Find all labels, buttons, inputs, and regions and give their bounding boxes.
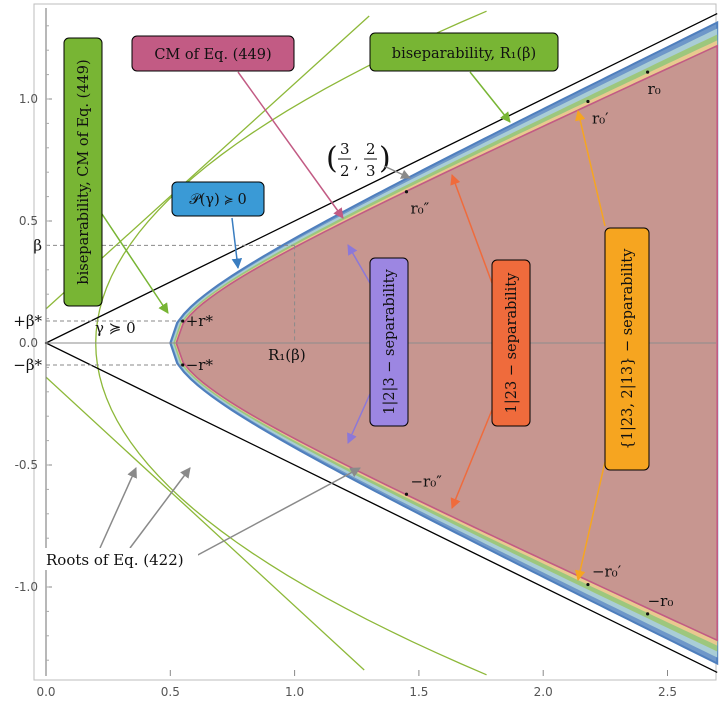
point-marker	[181, 319, 185, 323]
y-tick-label: -1.0	[15, 580, 38, 594]
callout-bisep-cm: biseparability, CM of Eq. (449)	[63, 37, 103, 307]
x-tick-label: 0.0	[36, 685, 55, 699]
x-ticks: 0.0 0.5 1.0 1.5 2.0 2.5	[36, 670, 677, 699]
root-line-1	[45, 376, 365, 671]
frac-point-arrow	[383, 165, 411, 179]
point-label: r₀″	[410, 200, 429, 218]
roots-label-bg	[42, 548, 198, 570]
point-label: −r₀″	[410, 472, 442, 490]
y-tick-label: 0.0	[19, 336, 38, 350]
y-ticks: 1.0 0.5 0.0 -0.5 -1.0	[15, 25, 52, 661]
roots-label: Roots of Eq. (422)	[46, 551, 184, 569]
callout-bisep-cm-text: biseparability, CM of Eq. (449)	[76, 59, 92, 284]
y-tick-label: 1.0	[19, 92, 38, 106]
frac-den1: 2	[340, 162, 350, 180]
callout-cm-text: CM of Eq. (449)	[154, 47, 271, 63]
frac-num1: 3	[340, 140, 350, 158]
svg-text:): )	[379, 141, 391, 176]
point-marker	[586, 582, 590, 587]
callout-set-sep-text: {1|23, 2|13} − separability	[620, 248, 636, 450]
point-label: +r*	[186, 312, 214, 330]
y-marker-label: +β*	[13, 312, 42, 330]
x-tick-label: 1.5	[409, 685, 428, 699]
points: r₀ r₀′ r₀″ −r₀ −r₀′ −r₀″ +r* −r*	[181, 70, 674, 616]
dashed-guides	[46, 244, 296, 366]
y-marker-label: −β*	[13, 356, 42, 374]
frac-num2: 2	[366, 140, 376, 158]
x-tick-label: 1.0	[285, 685, 304, 699]
svg-text:,: ,	[354, 154, 359, 172]
x-tick-label: 2.5	[658, 685, 677, 699]
callout-123-sep: 1|2|3 − separability	[369, 257, 409, 427]
callout-123-sep-text: 1|2|3 − separability	[382, 268, 398, 414]
point-marker	[586, 99, 590, 104]
callout-P-gamma-text: 𝒫(γ) ≽ 0	[189, 192, 246, 208]
callout-1-23-sep-text: 1|23 − separability	[504, 272, 520, 413]
callout-bisep-R1-text: biseparability, R₁(β)	[392, 46, 536, 62]
y-tick-label: 0.5	[19, 214, 38, 228]
point-label: r₀′	[592, 109, 609, 127]
callout-set-sep: {1|23, 2|13} − separability	[604, 227, 650, 471]
point-marker	[404, 492, 409, 496]
callout-arrows	[97, 71, 606, 582]
svg-text:(: (	[326, 141, 338, 176]
point-label: −r*	[186, 356, 214, 374]
gamma-ge-0-label: γ ≽ 0	[95, 319, 136, 337]
point-label: −r₀	[648, 592, 674, 610]
callout-cm: CM of Eq. (449)	[131, 35, 295, 72]
callout-1-23-sep: 1|23 − separability	[491, 259, 531, 427]
R1-beta-label: R₁(β)	[268, 346, 306, 364]
y-tick-label: -0.5	[15, 458, 38, 472]
callout-P-gamma: 𝒫(γ) ≽ 0	[171, 181, 265, 217]
point-marker	[646, 70, 650, 74]
point-label: −r₀′	[592, 563, 622, 581]
x-tick-label: 0.5	[161, 685, 180, 699]
point-marker	[646, 612, 650, 616]
x-tick-label: 2.0	[534, 685, 553, 699]
point-marker	[404, 190, 409, 194]
callout-bisep-R1: biseparability, R₁(β)	[369, 32, 559, 72]
y-marker-label: β	[33, 236, 42, 254]
point-label: r₀	[648, 80, 661, 98]
point-marker	[181, 363, 185, 367]
frac-den2: 3	[366, 162, 376, 180]
y-markers: β +β* −β*	[13, 236, 42, 374]
frac-point-label: ( 3 2 , 2 3 )	[326, 140, 391, 180]
